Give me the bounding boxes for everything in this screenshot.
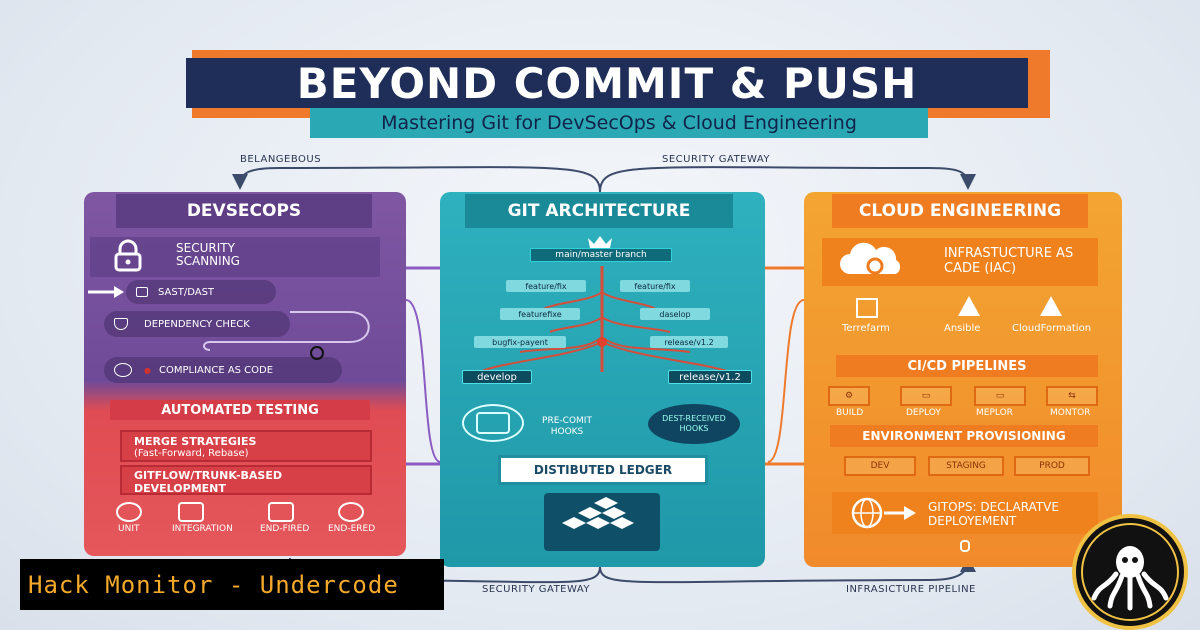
- cicd-stages: ⚙ ▭ ▭ ⇆ BUILD DEPLOY MEPLOR MONTOR: [828, 386, 1108, 422]
- cloud-title: CLOUD ENGINEERING: [832, 194, 1088, 228]
- iac-label: INFRASTUCTURE AS CADE (IAC): [944, 246, 1074, 276]
- branch-feature-2: feature/fix: [620, 280, 690, 292]
- automated-testing-heading: AUTOMATED TESTING: [110, 400, 370, 420]
- test-integration-label: INTEGRATION: [172, 524, 233, 534]
- test-end-fired-label: END-FIRED: [260, 524, 310, 534]
- unit-icon: [116, 502, 142, 522]
- env-provisioning-heading: ENVIRONMENT PROVISIONING: [830, 425, 1098, 447]
- sast-dast-label: SAST/DAST: [158, 286, 215, 298]
- terraform-icon: [856, 298, 878, 318]
- undercode-logo: [1072, 514, 1188, 630]
- test-unit-label: UNIT: [118, 524, 140, 534]
- cloud-gear-icon: [840, 242, 901, 275]
- branch-feature-1: feature/fix: [506, 280, 586, 292]
- tool-cloudformation: CloudFormation: [1012, 323, 1092, 334]
- branch-release: release/v1.2: [668, 370, 752, 384]
- tool-ansible: Ansible: [944, 323, 981, 334]
- crown-icon: [588, 236, 612, 248]
- shield-icon: [114, 318, 128, 330]
- pre-commit-hooks-label: PRE-COMIT HOOKS: [542, 416, 592, 437]
- test-end-ered-label: END-ERED: [328, 524, 376, 534]
- top-left-label: BELANGEBOUS: [240, 154, 322, 165]
- cicd-pipelines-heading: CI/CD PIPELINES: [836, 355, 1098, 377]
- monitor-icon: ⇆: [1046, 386, 1098, 406]
- end-ered-icon: [338, 502, 364, 522]
- branch-develop-2: daselop: [640, 308, 710, 320]
- compliance-item: ● COMPLIANCE AS CODE: [104, 357, 342, 383]
- env-staging: STAGING: [928, 456, 1004, 476]
- env-dev: DEV: [844, 456, 916, 476]
- branch-release-1: release/v1.2: [650, 336, 728, 348]
- branch-develop: develop: [462, 370, 532, 384]
- test-types-row: UNIT INTEGRATION END-FIRED END-ERED: [116, 502, 386, 542]
- small-bulb-icon: [960, 540, 970, 552]
- cursor-circle: [310, 346, 324, 360]
- sast-dast-item: SAST/DAST: [126, 280, 276, 304]
- deploy-icon: ▭: [900, 386, 952, 406]
- env-prod: PROD: [1014, 456, 1090, 476]
- git-title: GIT ARCHITECTURE: [465, 194, 733, 228]
- integration-icon: [178, 502, 204, 522]
- post-receive-hooks: DEST-RECEIVED HOOKS: [648, 404, 740, 444]
- ledger-blocks-icon: [544, 493, 660, 551]
- globe-arrow-icon: [851, 497, 916, 529]
- gitflow-box: GITFLOW/TRUNK-BASED DEVELOPMENT: [120, 465, 372, 495]
- stage-deploy: DEPLOY: [906, 408, 941, 418]
- main-branch-label: main/master branch: [530, 248, 672, 262]
- sast-icon: [136, 287, 148, 297]
- dependency-check-item: DEPENDENCY CHECK: [104, 311, 290, 337]
- gitops-label: GITOPS: DECLARATVE DEPLOYEMENT: [928, 500, 1059, 528]
- watermark-banner: Hack Monitor - Undercode: [20, 559, 444, 610]
- ansible-icon: [958, 296, 980, 316]
- top-right-label: SECURITY GATEWAY: [662, 154, 771, 165]
- branch-bugfix: bugfix-payent: [474, 336, 566, 348]
- flow-lines: [203, 311, 370, 351]
- lock-icon: [114, 239, 142, 272]
- merge-strategies-box: MERGE STRATEGIES (Fast-Forward, Rebase): [120, 430, 372, 462]
- tool-terraform: Terrefarm: [842, 323, 890, 334]
- stage-monitor: MONTOR: [1050, 408, 1091, 418]
- stage-build: BUILD: [836, 408, 864, 418]
- build-icon: ⚙: [828, 386, 870, 406]
- network-icon: [114, 363, 132, 377]
- devsecops-title: DEVSECOPS: [116, 194, 372, 228]
- bottom-left-label: SECURITY GATEWAY: [482, 584, 591, 595]
- compliance-label: COMPLIANCE AS CODE: [158, 364, 274, 376]
- bullet-dot: ●: [144, 365, 151, 375]
- end-fired-icon: [268, 502, 294, 522]
- branch-featurefix: featurefixe: [500, 308, 580, 320]
- bottom-right-label: INFRASICTURE PIPELINE: [846, 584, 976, 595]
- meplor-icon: ▭: [974, 386, 1026, 406]
- merge-strategies-label: MERGE STRATEGIES: [134, 435, 257, 448]
- pre-commit-hook-icon: [462, 404, 524, 442]
- cloudformation-icon: [1040, 296, 1062, 316]
- merge-strategies-sub: (Fast-Forward, Rebase): [134, 448, 249, 459]
- page-title: BEYOND COMMIT & PUSH: [186, 58, 1028, 108]
- sast-arrow-icon: [88, 286, 124, 298]
- page-subtitle: Mastering Git for DevSecOps & Cloud Engi…: [310, 108, 928, 138]
- security-scanning-label: SECURITY SCANNING: [176, 241, 240, 268]
- distributed-ledger: DISTIBUTED LEDGER: [498, 455, 708, 485]
- dependency-check-label: DEPENDENCY CHECK: [144, 318, 250, 330]
- hook-inner-icon: [476, 412, 510, 434]
- stage-meplor: MEPLOR: [976, 408, 1013, 418]
- branch-tree: [479, 236, 731, 373]
